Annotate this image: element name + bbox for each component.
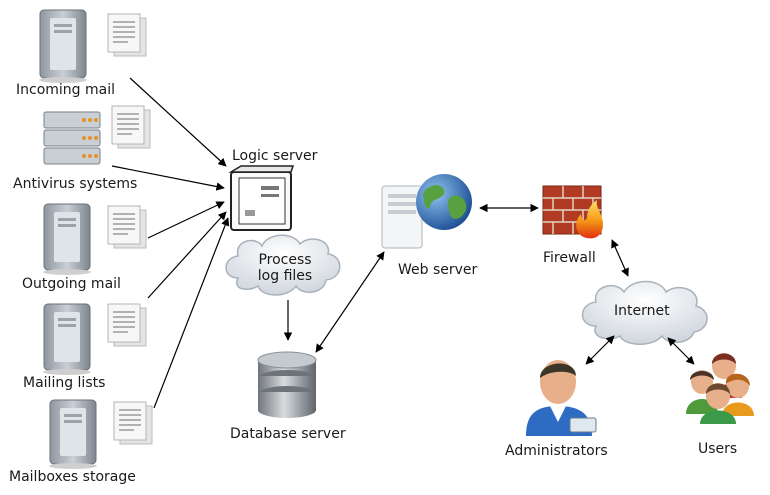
- mailboxes-storage-document-icon: [113, 401, 153, 445]
- outgoing-mail-document-icon: [107, 205, 147, 249]
- outgoing-mail-label: Outgoing mail: [22, 276, 121, 292]
- process-log-files-label: Process log files: [240, 252, 330, 284]
- mailing-lists-document-icon: [107, 303, 147, 347]
- arrow-antivirus-to-logic: [111, 165, 225, 191]
- database-server-label: Database server: [230, 426, 346, 442]
- arrow-database-web: [315, 251, 385, 353]
- arrow-internet-users: [667, 337, 695, 365]
- incoming-mail-label: Incoming mail: [16, 82, 115, 98]
- antivirus-systems-label: Antivirus systems: [13, 176, 138, 192]
- database-server-icon: [257, 351, 317, 418]
- mailboxes-storage-label: Mailboxes storage: [9, 469, 136, 485]
- incoming-mail-document-icon: [107, 13, 147, 57]
- arrow-mailboxes-to-logic: [153, 217, 230, 409]
- mailing-lists-label: Mailing lists: [23, 375, 106, 391]
- mailing-lists-server-icon: [43, 303, 91, 375]
- globe-icon: [416, 174, 472, 230]
- administrator-icon: [526, 360, 597, 436]
- firewall-label: Firewall: [543, 250, 596, 266]
- logic-server-label: Logic server: [232, 148, 318, 164]
- users-label: Users: [698, 441, 738, 457]
- users-group-icon: [686, 353, 754, 424]
- arrow-incoming-to-logic: [129, 77, 227, 167]
- antivirus-rack-icon: [43, 111, 101, 165]
- arrow-firewall-internet: [611, 239, 629, 277]
- internet-cloud: [581, 280, 708, 345]
- antivirus-document-icon: [111, 105, 151, 149]
- internet-label: Internet: [614, 303, 670, 319]
- incoming-mail-server-icon: [39, 9, 87, 83]
- process-line-1: Process: [258, 252, 312, 268]
- firewall-icon: [542, 185, 603, 239]
- administrators-label: Administrators: [505, 443, 608, 459]
- arrow-mailing-to-logic: [147, 211, 227, 299]
- outgoing-mail-server-icon: [43, 203, 91, 275]
- web-server-label: Web server: [398, 262, 478, 278]
- arrow-internet-administrators: [585, 335, 615, 365]
- web-server-icon: [381, 185, 423, 249]
- mailboxes-storage-server-icon: [49, 399, 97, 469]
- arrow-outgoing-to-logic: [147, 201, 225, 239]
- logic-server-icon: [228, 165, 295, 231]
- process-line-2: log files: [257, 268, 313, 284]
